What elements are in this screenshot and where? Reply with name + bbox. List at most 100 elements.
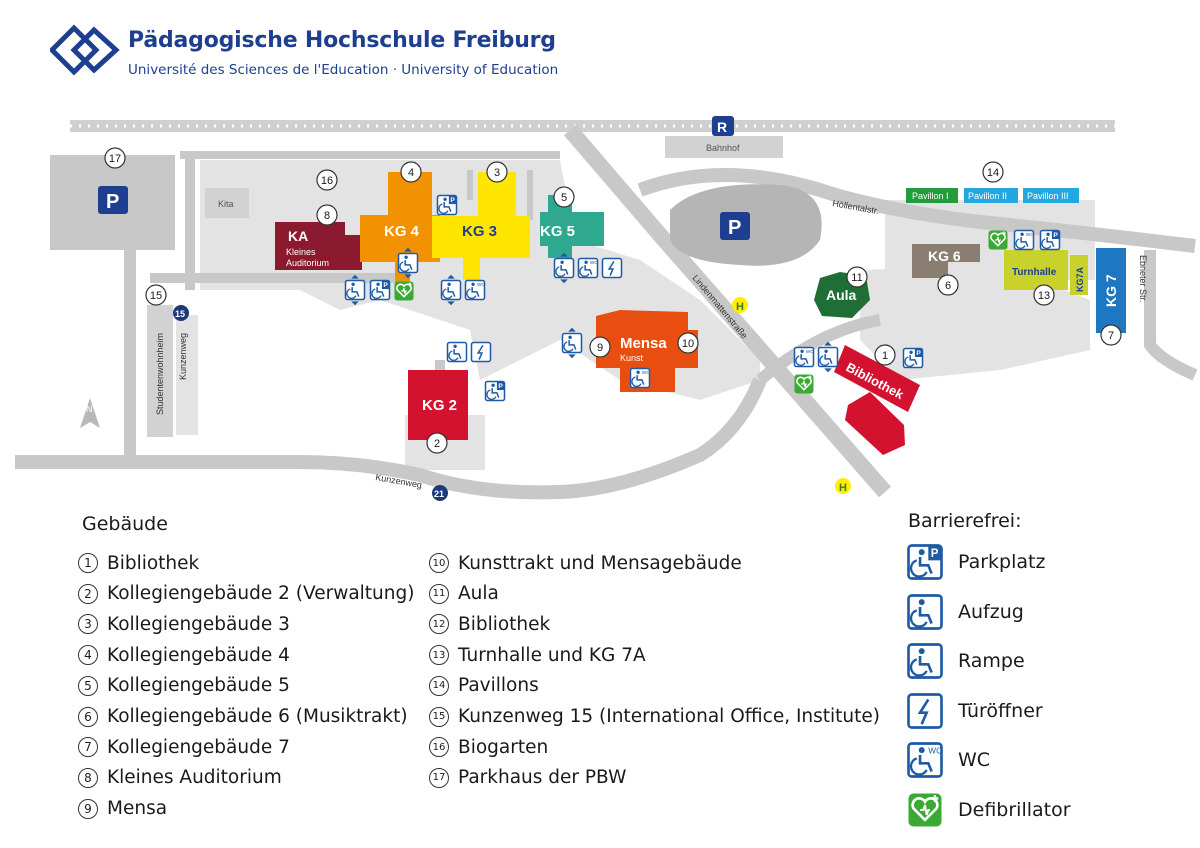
legend-number: 5 xyxy=(78,675,98,696)
studentenwohnheim-building xyxy=(147,305,173,437)
pavillon-1 xyxy=(906,188,958,203)
map-number-14: 14 xyxy=(982,161,1004,183)
door-opener-icon xyxy=(601,257,623,279)
legend-label: Kollegiengebäude 2 (Verwaltung) xyxy=(107,583,415,605)
map-number-5: 5 xyxy=(553,186,575,208)
map-number-16: 16 xyxy=(316,169,338,191)
accessible-parking-icon: P xyxy=(907,544,943,580)
label-mensa-sub: Kunst xyxy=(620,353,644,363)
svg-text:R: R xyxy=(717,119,727,135)
barrierefrei-label: Parkplatz xyxy=(958,551,1046,573)
svg-text:21: 21 xyxy=(434,489,444,499)
accessible-parking-icon: P xyxy=(369,279,391,301)
legend-label: Bibliothek xyxy=(458,613,551,635)
svg-text:9: 9 xyxy=(597,342,603,354)
elevator-icon xyxy=(440,274,462,306)
bus-stop-marker: H xyxy=(835,478,851,494)
building-kg2 xyxy=(408,370,468,440)
kita-building xyxy=(205,188,249,218)
building-kg5 xyxy=(540,195,604,258)
svg-text:H: H xyxy=(736,301,744,313)
svg-text:WC: WC xyxy=(806,349,814,355)
label-ka-sub1: Kleines xyxy=(286,247,316,257)
legend-label: Kleines Auditorium xyxy=(107,767,282,789)
accessible-wc-icon: WC xyxy=(464,279,485,301)
svg-text:7: 7 xyxy=(1108,330,1114,342)
svg-text:P: P xyxy=(106,191,119,213)
label-kg7: KG 7 xyxy=(1103,274,1119,307)
label-kita: Kita xyxy=(218,199,234,209)
legend-number: 6 xyxy=(78,706,98,727)
barrierefrei-label: WC xyxy=(958,749,991,772)
svg-text:P: P xyxy=(728,217,741,239)
svg-text:2: 2 xyxy=(434,438,440,450)
svg-text:6: 6 xyxy=(945,280,951,292)
svg-text:3: 3 xyxy=(494,167,500,179)
map-number-3: 3 xyxy=(486,161,508,183)
svg-text:P: P xyxy=(931,548,939,560)
elevator-icon xyxy=(561,327,583,359)
svg-text:WC: WC xyxy=(590,260,598,266)
svg-text:14: 14 xyxy=(987,167,999,179)
label-kg5: KG 5 xyxy=(540,223,575,240)
legend-label: Pavillons xyxy=(458,675,539,697)
door-opener-icon xyxy=(470,341,492,363)
accessible-wc-icon: WC xyxy=(577,257,598,279)
legend-number: 15 xyxy=(429,706,449,727)
legend-number: 17 xyxy=(429,767,449,788)
roads xyxy=(15,124,1198,500)
bus-line-15-badge: 15 xyxy=(173,305,189,321)
university-title: Pädagogische Hochschule Freiburg xyxy=(128,28,556,53)
label-bahnhof: Bahnhof xyxy=(706,143,740,153)
pavillon-2 xyxy=(964,188,1018,203)
svg-text:1: 1 xyxy=(882,350,888,362)
legend-number: 7 xyxy=(78,737,98,758)
svg-text:11: 11 xyxy=(851,272,862,284)
svg-text:P: P xyxy=(1053,232,1058,239)
label-kg2: KG 2 xyxy=(422,397,457,414)
street-ebneter: Ebneter Str. xyxy=(1138,255,1148,303)
svg-text:17: 17 xyxy=(109,153,121,165)
svg-text:5: 5 xyxy=(561,192,567,204)
legend-number: 16 xyxy=(429,737,449,758)
svg-text:13: 13 xyxy=(1038,290,1050,302)
svg-text:15: 15 xyxy=(150,290,162,302)
legend-label: Bibliothek xyxy=(107,552,200,574)
building-mensa xyxy=(596,310,698,392)
map-number-15: 15 xyxy=(145,284,167,306)
map-number-13: 13 xyxy=(1033,284,1055,306)
label-pavillon-3: Pavillon III xyxy=(1027,191,1069,201)
label-aula: Aula xyxy=(826,287,857,303)
elevator-icon xyxy=(817,341,839,373)
building-turnhalle xyxy=(1004,250,1068,290)
svg-text:WC: WC xyxy=(1026,232,1034,238)
legend-number: 10 xyxy=(429,553,449,573)
legend-number: 9 xyxy=(78,798,98,819)
accessible-parking-icon: P xyxy=(902,347,924,369)
campus-map: KA Kleines Auditorium KG 4 KG 3 KG 5 KG … xyxy=(15,116,1198,501)
legend-number: 11 xyxy=(429,583,449,604)
accessible-wc-icon: WC xyxy=(629,367,650,389)
svg-text:10: 10 xyxy=(682,338,694,350)
legend-label: Kollegiengebäude 3 xyxy=(107,613,290,635)
building-bibliothek xyxy=(834,345,920,412)
ramp-icon xyxy=(446,341,468,363)
defibrillator-icon xyxy=(988,230,1008,250)
door-opener-icon xyxy=(907,692,943,729)
compass-icon: N xyxy=(80,398,100,428)
label-ka: KA xyxy=(288,228,308,244)
barrierefrei-item: P Parkplatz xyxy=(906,542,1045,582)
label-turnhalle: Turnhalle xyxy=(1012,267,1057,278)
